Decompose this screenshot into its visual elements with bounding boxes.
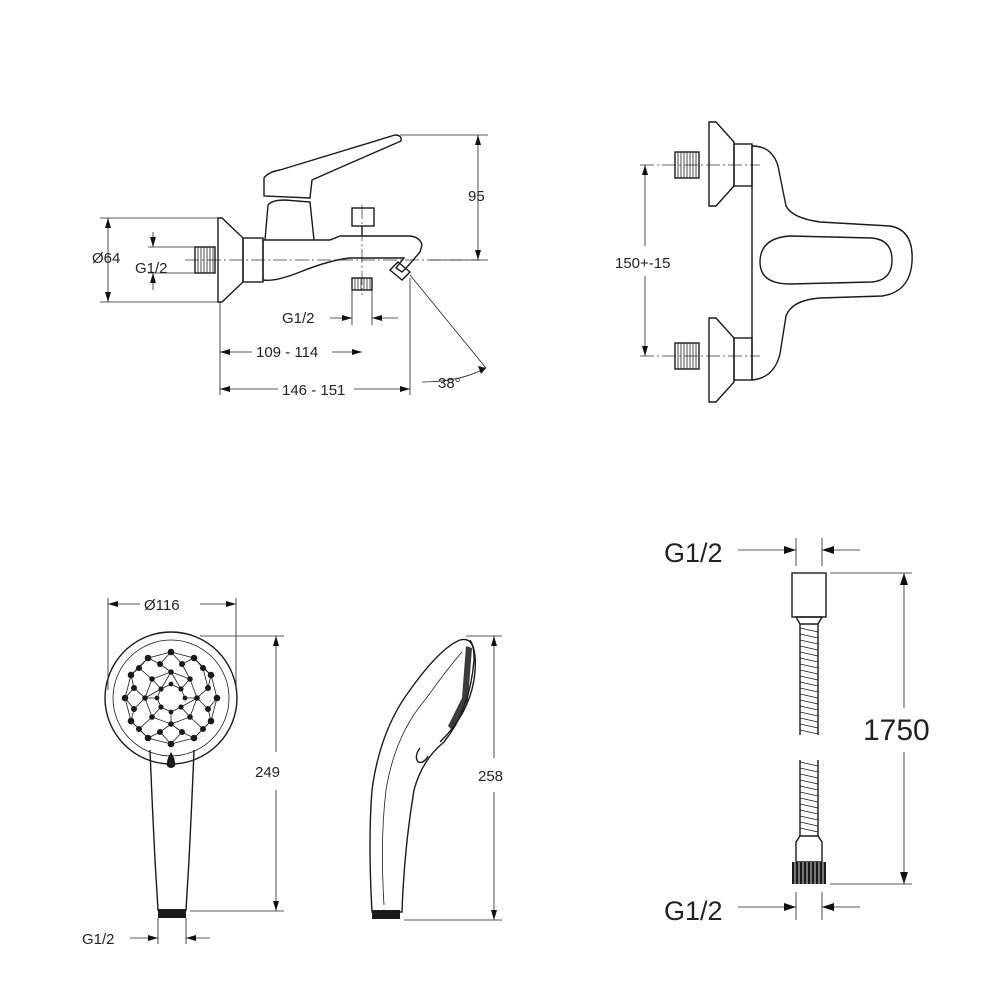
head-diameter-label: Ø116 bbox=[144, 597, 180, 614]
spout-outlet bbox=[388, 261, 412, 281]
top-body bbox=[751, 145, 913, 381]
front-length-label: 249 bbox=[255, 764, 280, 781]
shower-handle bbox=[149, 749, 195, 911]
center-distance-label: 150+-15 bbox=[615, 255, 670, 272]
angle-label: 38° bbox=[438, 375, 461, 392]
top-flange-upper bbox=[708, 121, 735, 207]
hose-top-thread-label: G1/2 bbox=[664, 538, 723, 568]
side-thread-end bbox=[372, 910, 400, 919]
shower-thread-end bbox=[158, 909, 186, 918]
hose-lower-segment bbox=[799, 760, 819, 836]
shower-hose: G1/2 G1/2 1750 bbox=[664, 538, 930, 926]
faucet-top-view: 150+-15 bbox=[615, 121, 913, 403]
reach-outer-label: 146 - 151 bbox=[282, 382, 345, 399]
shower-thread-label: G1/2 bbox=[82, 931, 115, 948]
hose-bottom-cone bbox=[795, 835, 823, 863]
hand-shower-side-view: 258 bbox=[369, 635, 503, 921]
top-flange-lower bbox=[708, 317, 735, 403]
spray-nozzles bbox=[121, 648, 221, 748]
hose-bottom-nut bbox=[792, 862, 826, 884]
inlet-thread-label: G1/2 bbox=[135, 260, 168, 277]
faucet-side-view: 95 Ø64 G1/2 G1/2 109 - 114 bbox=[92, 134, 488, 399]
lever-handle bbox=[263, 134, 402, 199]
hose-top-nut bbox=[791, 572, 827, 618]
hose-bottom-thread-label: G1/2 bbox=[664, 896, 723, 926]
side-body bbox=[369, 638, 475, 913]
shower-outlet-thread bbox=[351, 277, 373, 291]
diameter-label: Ø64 bbox=[92, 250, 120, 267]
mixer-body bbox=[262, 235, 423, 282]
top-lever bbox=[759, 235, 893, 285]
inlet-thread bbox=[194, 246, 216, 274]
side-length-label: 258 bbox=[478, 768, 503, 785]
reach-inner-label: 109 - 114 bbox=[256, 344, 318, 361]
hose-length-label: 1750 bbox=[863, 714, 930, 747]
outlet-thread-label: G1/2 bbox=[282, 310, 315, 327]
hand-shower-front-view: Ø116 249 G1/2 bbox=[82, 597, 284, 948]
diverter-knob bbox=[351, 207, 375, 227]
hose-upper-segment bbox=[799, 624, 819, 735]
cartridge-cap bbox=[264, 199, 315, 241]
height-label: 95 bbox=[468, 188, 485, 205]
